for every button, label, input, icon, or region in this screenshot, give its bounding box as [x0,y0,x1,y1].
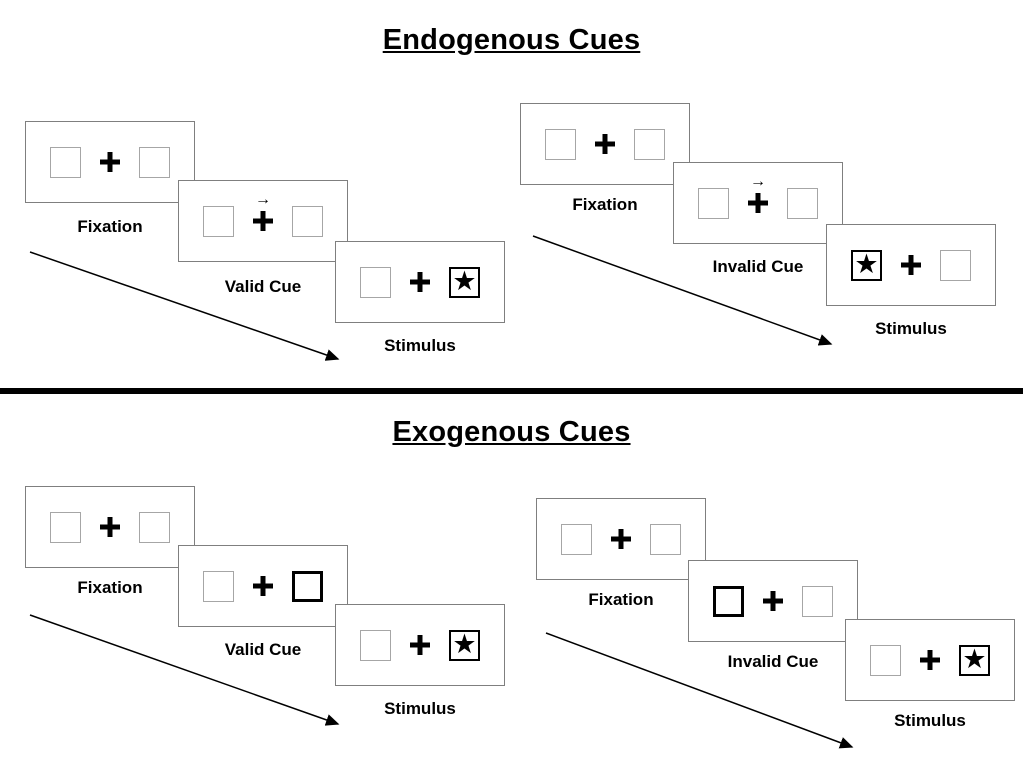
time-arrow [532,235,833,346]
placeholder-box [634,128,665,160]
time-arrow [29,614,340,726]
placeholder-box [50,511,81,543]
placeholder-box [561,523,592,555]
placeholder-box [940,249,971,281]
fixation-cross-icon [253,576,273,596]
fixation-panel [25,121,195,203]
exogenous-section-title: Exogenous Cues [392,416,631,448]
fixation-cross-icon [100,517,120,537]
stimulus-panel: ★ [845,619,1015,701]
fixation-cross-icon [253,211,273,231]
placeholder-box [870,644,901,676]
placeholder-box [650,523,681,555]
panel-label: Stimulus [894,711,966,730]
cue-panel [688,560,858,642]
fixation-cross-icon [920,650,940,670]
placeholder-box [139,511,170,543]
target-box: ★ [959,643,990,676]
cue-arrow-icon: → [255,191,271,208]
fixation-cross-icon [410,272,430,292]
placeholder-box [203,205,234,237]
section-divider [0,388,1023,394]
panel-label: Invalid Cue [712,257,804,276]
endogenous-section-title: Endogenous Cues [382,24,641,56]
panel-label: Valid Cue [224,277,302,296]
fixation-cross-icon [763,591,783,611]
panel-label: Valid Cue [224,640,302,659]
fixation-panel [25,486,195,568]
time-arrow [29,251,340,361]
time-arrow [545,632,854,749]
target-star-icon: ★ [962,643,987,674]
placeholder-box [787,187,818,219]
fixation-cross-icon [100,152,120,172]
placeholder-box [203,570,234,602]
fixation-cross-icon [410,635,430,655]
fixation-cross-group: → [253,192,273,231]
panel-label: Fixation [572,195,638,214]
target-star-icon: ★ [854,248,879,279]
panel-label: Fixation [77,217,143,236]
panel-label: Stimulus [384,699,456,718]
target-box: ★ [449,265,480,298]
fixation-cross-icon [595,134,615,154]
target-star-icon: ★ [452,628,477,659]
fixation-cross-icon [611,529,631,549]
stimulus-panel: ★ [335,241,505,323]
target-box: ★ [851,248,882,281]
placeholder-box [50,146,81,178]
fixation-panel [536,498,706,580]
cue-panel: → [673,162,843,244]
fixation-cross-icon [901,255,921,275]
panel-label: Stimulus [384,336,456,355]
panel-label: Invalid Cue [727,652,819,671]
panel-label: Stimulus [875,319,947,338]
cue-arrow-icon: → [750,173,766,190]
placeholder-box [360,629,391,661]
placeholder-box [698,187,729,219]
cue-highlight-box [292,570,323,602]
fixation-panel [520,103,690,185]
cue-panel [178,545,348,627]
panel-label: Fixation [77,578,143,597]
target-box: ★ [449,628,480,661]
placeholder-box [139,146,170,178]
placeholder-box [292,205,323,237]
cue-highlight-box [713,585,744,617]
placeholder-box [545,128,576,160]
fixation-cross-icon [748,193,768,213]
placeholder-box [802,585,833,617]
placeholder-box [360,266,391,298]
stimulus-panel: ★ [826,224,996,306]
panel-label: Fixation [588,590,654,609]
target-star-icon: ★ [452,265,477,296]
cue-panel: → [178,180,348,262]
fixation-cross-group: → [748,174,768,213]
stimulus-panel: ★ [335,604,505,686]
